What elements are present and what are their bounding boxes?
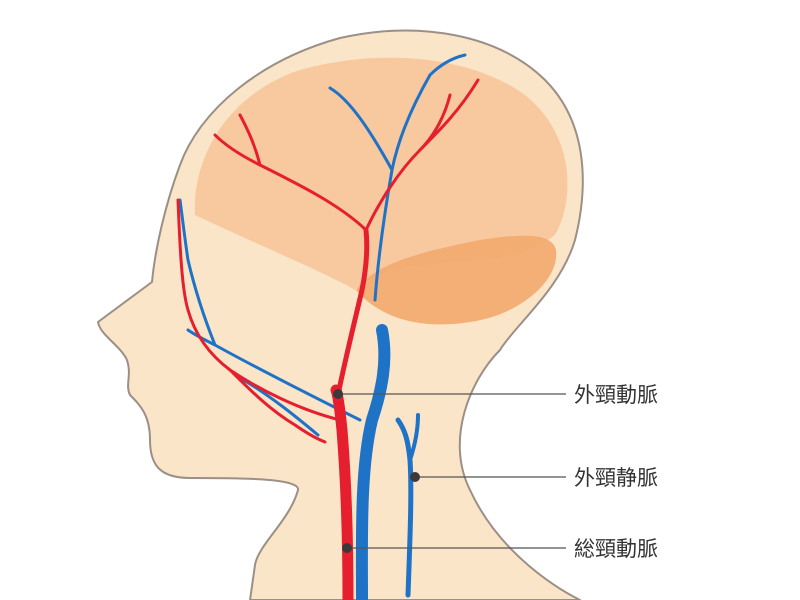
callout-common-carotid-artery: 総頸動脈 [342, 537, 658, 561]
label-external-carotid-artery: 外頸動脈 [574, 383, 658, 407]
veins [178, 53, 467, 600]
callout-external-carotid-artery: 外頸動脈 [333, 383, 658, 407]
arteries [176, 78, 480, 600]
callout-external-jugular-vein: 外頸静脈 [410, 466, 658, 490]
internal-jugular-vein [355, 324, 391, 600]
cerebellum [356, 235, 557, 325]
external-carotid-artery [335, 227, 370, 398]
external-jugular-vein [395, 417, 414, 598]
label-external-jugular-vein: 外頸静脈 [574, 466, 658, 490]
common-carotid-artery [330, 384, 354, 600]
marker-dot [410, 472, 420, 482]
marker-dot [342, 543, 352, 553]
cerebrum [194, 57, 568, 291]
marker-dot [333, 389, 343, 399]
label-common-carotid-artery: 総頸動脈 [574, 537, 658, 561]
